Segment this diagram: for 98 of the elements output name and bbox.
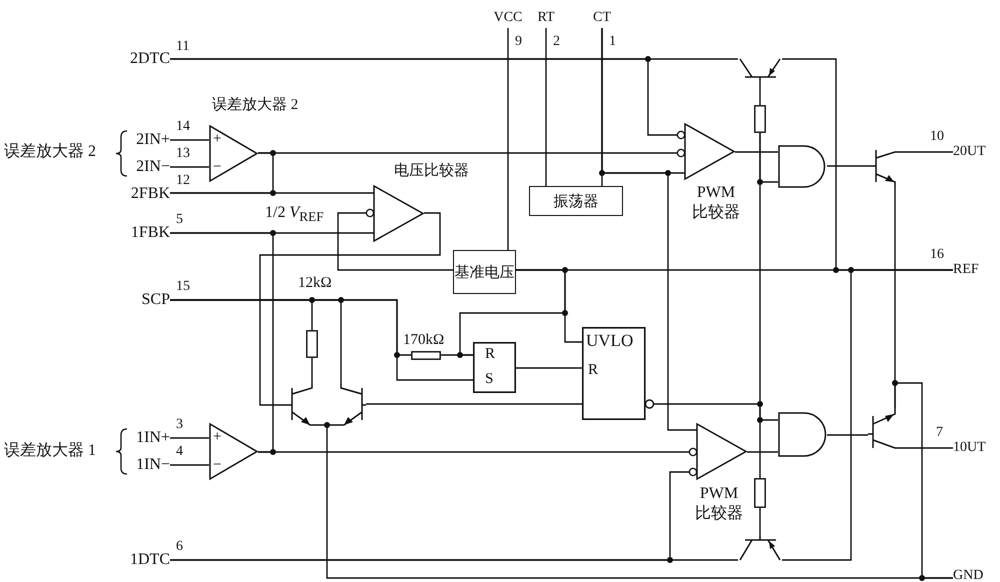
pin-number: 14: [176, 118, 190, 136]
wire: [170, 299, 342, 384]
and-gate: [778, 145, 827, 188]
input-sign: −: [213, 158, 222, 176]
pin-number: 16: [930, 246, 944, 264]
pin-label: REF: [953, 260, 1000, 280]
wire: [441, 354, 473, 356]
pin-label: 1IN−: [100, 455, 170, 475]
pin-number: 1: [609, 33, 616, 51]
wire: [170, 152, 274, 194]
transistor-symbol: [868, 408, 898, 452]
pin-number: 3: [176, 416, 183, 434]
pin-label: 1DTC: [100, 550, 170, 570]
pin-label: 2FBK: [100, 184, 170, 204]
and-gate: [778, 412, 827, 457]
wire: [258, 451, 689, 453]
wire: [827, 434, 868, 436]
block-title: UVLO: [586, 332, 634, 350]
wire: [601, 28, 697, 431]
resistor-symbol: [306, 330, 318, 358]
wire: [337, 212, 453, 271]
wire: [516, 367, 582, 369]
pin-label: 1IN+: [100, 428, 170, 448]
pin-label: 20UT: [953, 142, 1000, 162]
transistor-symbol: [327, 384, 366, 425]
resistance-value: 170kΩ: [403, 331, 444, 349]
wire: [759, 508, 761, 536]
pin-number: 6: [176, 538, 183, 556]
input-sign: +: [213, 428, 222, 446]
component-caption: PWM 比较器: [691, 183, 741, 223]
pin-number: 7: [936, 424, 943, 442]
amplifier-label: 误差放大器 1: [4, 442, 96, 460]
pin-number: 5: [176, 211, 183, 229]
resistor-symbol: [754, 105, 766, 133]
input-label: R: [485, 345, 496, 363]
wire: [170, 166, 209, 168]
amplifier-label: 误差放大器 2: [4, 143, 96, 161]
wire: [311, 358, 313, 384]
pin-label: SCP: [100, 290, 170, 310]
component-caption: 电压比较器: [394, 162, 469, 180]
comparator-triangle: [677, 123, 735, 180]
input-label: S: [485, 370, 494, 388]
pin-number: 11: [176, 38, 190, 56]
voltage-label: 1/2 V$_{REF}$: [265, 204, 324, 226]
wire: [747, 451, 778, 453]
wire: [759, 133, 761, 478]
wire: [654, 403, 778, 421]
op-amp-triangle: [209, 423, 258, 480]
pin-label: VCC: [488, 8, 528, 28]
wire: [170, 471, 689, 561]
wire: [545, 28, 547, 186]
resistance-value: 12kΩ: [298, 274, 332, 292]
wire: [898, 151, 953, 153]
pin-label: GND: [953, 566, 1000, 582]
pin-number: 9: [515, 33, 522, 51]
transistor-symbol: [738, 57, 782, 81]
pin-label: 2IN+: [100, 130, 170, 150]
wire: [759, 81, 761, 105]
wire: [170, 139, 209, 141]
wire: [894, 382, 953, 579]
wire: [170, 464, 209, 466]
pin-label: RT: [531, 8, 561, 28]
input-label: R: [588, 361, 598, 379]
pin-label: 1FBK: [100, 223, 170, 243]
pin-number: 13: [176, 145, 190, 163]
block-box: 基准电压: [453, 250, 516, 294]
wire: [170, 437, 209, 439]
transistor-symbol: [738, 536, 782, 562]
pin-number: 10: [930, 128, 944, 146]
component-caption: 误差放大器 2: [212, 96, 298, 114]
input-sign: +: [213, 130, 222, 148]
block-box: 振荡器: [529, 186, 623, 216]
pin-number: 2: [553, 33, 560, 51]
wire: [898, 447, 953, 449]
op-amp-triangle: [209, 125, 258, 182]
wire: [827, 165, 868, 167]
transistor-symbol: [288, 384, 327, 425]
comparator-triangle: [366, 185, 424, 242]
comparator-triangle: [689, 423, 747, 480]
wire: [735, 151, 778, 153]
component-caption: PWM 比较器: [694, 484, 744, 524]
pin-label: 2DTC: [100, 49, 170, 69]
wire: [170, 58, 677, 136]
pin-label: CT: [587, 8, 617, 28]
pin-label: 10UT: [953, 438, 1000, 458]
flip-flop-box: [473, 342, 516, 393]
pin-number: 15: [176, 278, 190, 296]
wire: [366, 403, 582, 405]
uvlo-box: [582, 327, 654, 420]
wire: [259, 212, 441, 406]
resistor-symbol: [754, 478, 766, 508]
pin-label: 2IN−: [100, 157, 170, 177]
wire: [782, 269, 953, 561]
input-sign: −: [213, 456, 222, 474]
pin-number: 12: [176, 172, 190, 190]
resistor-symbol: [411, 351, 441, 360]
wire: [507, 28, 509, 250]
pin-number: 4: [176, 443, 183, 461]
